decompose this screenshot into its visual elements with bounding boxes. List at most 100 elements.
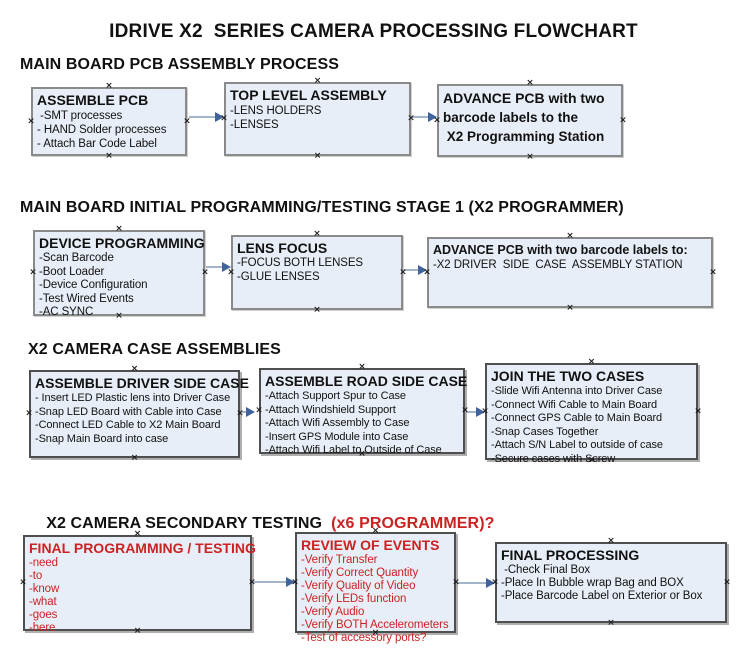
box-title: LENS FOCUS bbox=[237, 240, 328, 256]
flow-arrow-icon bbox=[253, 577, 295, 587]
connection-point-icon bbox=[131, 454, 139, 463]
flow-arrow-icon bbox=[457, 578, 495, 588]
connection-point-icon bbox=[314, 152, 322, 161]
connection-point-icon bbox=[358, 363, 366, 372]
connection-point-icon bbox=[220, 115, 228, 124]
box-lens-focus: LENS FOCUS -FOCUS BOTH LENSES -GLUE LENS… bbox=[231, 235, 403, 310]
box-title: ASSEMBLE DRIVER SIDE CASE bbox=[35, 375, 249, 391]
box-item: -Connect GPS Cable to Main Board bbox=[491, 412, 663, 424]
connection-point-icon bbox=[433, 116, 441, 125]
connection-point-icon bbox=[313, 230, 321, 239]
connection-point-icon bbox=[607, 537, 615, 546]
connection-point-icon bbox=[115, 312, 123, 321]
box-item: -here bbox=[29, 622, 56, 634]
connection-point-icon bbox=[134, 627, 142, 636]
box-item: -LENS HOLDERS bbox=[230, 105, 322, 117]
box-item: -Verify BOTH Accelerometers bbox=[301, 619, 449, 631]
box-item: -Slide Wifi Antenna into Driver Case bbox=[491, 385, 663, 397]
connection-point-icon bbox=[607, 619, 615, 628]
box-title: REVIEW OF EVENTS bbox=[301, 537, 440, 553]
section-heading-case-assemblies: X2 CAMERA CASE ASSEMBLIES bbox=[28, 341, 281, 358]
box-item: -X2 DRIVER SIDE CASE ASSEMBLY STATION bbox=[433, 259, 683, 271]
connection-point-icon bbox=[566, 304, 574, 313]
connection-point-icon bbox=[619, 116, 627, 125]
box-title: FINAL PROCESSING bbox=[501, 547, 640, 563]
box-item: -Attach S/N Label to outside of case bbox=[491, 439, 663, 451]
box-item: -Test Wired Events bbox=[39, 292, 134, 305]
connection-point-icon bbox=[481, 407, 489, 416]
heading-highlight-red: (x6 PROGRAMMER)? bbox=[331, 515, 495, 532]
box-item: -Device Configuration bbox=[39, 279, 148, 291]
connection-point-icon bbox=[105, 82, 113, 91]
box-assemble-driver-side-case: ASSEMBLE DRIVER SIDE CASE - Insert LED P… bbox=[29, 370, 249, 458]
box-item: -Place Barcode Label on Exterior or Box bbox=[501, 590, 703, 602]
connection-point-icon bbox=[588, 456, 596, 465]
box-final-processing: FINAL PROCESSING -Check Final Box -Place… bbox=[495, 542, 727, 623]
connection-point-icon bbox=[291, 578, 299, 587]
box-title: ADVANCE PCB with two bbox=[443, 90, 605, 106]
box-title: ASSEMBLE ROAD SIDE CASE bbox=[265, 373, 468, 389]
box-final-programming-testing: FINAL PROGRAMMING / TESTING -need -to -k… bbox=[23, 535, 256, 634]
box-item: - Insert LED Plastic lens into Driver Ca… bbox=[35, 392, 231, 404]
box-assemble-road-side-case: ASSEMBLE ROAD SIDE CASE -Attach Support … bbox=[259, 368, 468, 456]
box-item: -goes bbox=[29, 609, 58, 621]
connection-point-icon bbox=[709, 268, 717, 277]
box-title: ADVANCE PCB with two barcode labels to: bbox=[433, 243, 688, 257]
box-join-the-two-cases: JOIN THE TWO CASES -Slide Wifi Antenna i… bbox=[485, 363, 698, 465]
box-item: -Verify LEDs function bbox=[301, 593, 407, 605]
connection-point-icon bbox=[399, 268, 407, 277]
box-item: -Insert GPS Module into Case bbox=[265, 430, 409, 443]
box-item: -Verify Transfer bbox=[301, 554, 378, 566]
box-item: -Connect Wifi Cable to Main Board bbox=[491, 398, 658, 411]
connection-point-icon bbox=[723, 578, 731, 587]
box-advance-pcb-programming-station: ADVANCE PCB with two barcode labels to t… bbox=[437, 84, 623, 157]
box-item: X2 Programming Station bbox=[443, 129, 605, 144]
box-item: -Snap Main Board into case bbox=[35, 432, 169, 445]
flow-arrow-icon bbox=[189, 112, 224, 122]
box-item: -Attach Wifi Label to Outside of Case bbox=[265, 444, 442, 456]
section-heading-pcb-assembly: MAIN BOARD PCB ASSEMBLY PROCESS bbox=[20, 56, 339, 73]
heading-text: X2 CAMERA SECONDARY TESTING bbox=[46, 515, 323, 532]
connection-point-icon bbox=[248, 579, 256, 588]
box-item: - HAND Solder processes bbox=[37, 124, 167, 136]
box-title: TOP LEVEL ASSEMBLY bbox=[230, 87, 387, 103]
box-item: -Test of accessory ports? bbox=[301, 632, 427, 644]
box-item: -Place In Bubble wrap Bag and BOX bbox=[501, 577, 684, 589]
box-item: -LENSES bbox=[230, 119, 279, 131]
box-item: -Verify Audio bbox=[301, 606, 365, 618]
box-item: -what bbox=[29, 596, 57, 608]
connection-point-icon bbox=[27, 117, 35, 126]
box-device-programming: DEVICE PROGRAMMING -Scan Barcode -Boot L… bbox=[33, 230, 205, 318]
box-title: ASSEMBLE PCB bbox=[37, 92, 149, 108]
box-assemble-pcb: ASSEMBLE PCB -SMT processes - HAND Solde… bbox=[31, 87, 187, 156]
connection-point-icon bbox=[236, 410, 244, 419]
box-item: -Verify Correct Quantity bbox=[301, 567, 419, 579]
connection-point-icon bbox=[526, 79, 534, 88]
box-review-of-events: REVIEW OF EVENTS -Verify Transfer -Verif… bbox=[295, 532, 456, 644]
box-item: -know bbox=[29, 583, 60, 595]
box-item: -Snap LED Board with Cable into Case bbox=[35, 405, 222, 418]
box-item: -Attach Windshield Support bbox=[265, 403, 396, 416]
connection-point-icon bbox=[131, 365, 139, 374]
box-item: barcode labels to the bbox=[443, 110, 579, 125]
box-item: -GLUE LENSES bbox=[237, 270, 320, 283]
box-item: -AC SYNC bbox=[39, 306, 94, 318]
connection-point-icon bbox=[227, 268, 235, 277]
box-item: -Boot Loader bbox=[39, 265, 105, 278]
box-item: -Attach Support Spur to Case bbox=[265, 390, 406, 402]
connection-point-icon bbox=[372, 629, 380, 638]
connection-point-icon bbox=[566, 232, 574, 241]
box-title: DEVICE PROGRAMMING bbox=[39, 235, 205, 251]
section-heading-initial-programming: MAIN BOARD INITIAL PROGRAMMING/TESTING S… bbox=[20, 199, 624, 216]
connection-point-icon bbox=[25, 410, 33, 419]
connection-point-icon bbox=[255, 407, 263, 416]
connection-point-icon bbox=[105, 152, 113, 161]
box-title: JOIN THE TWO CASES bbox=[491, 368, 645, 384]
box-item: -FOCUS BOTH LENSES bbox=[237, 257, 363, 269]
connection-point-icon bbox=[115, 225, 123, 234]
connection-point-icon bbox=[183, 117, 191, 126]
box-item: -Attach Wifi Assembly to Case bbox=[265, 417, 410, 429]
connection-point-icon bbox=[313, 306, 321, 315]
connection-point-icon bbox=[29, 269, 37, 278]
